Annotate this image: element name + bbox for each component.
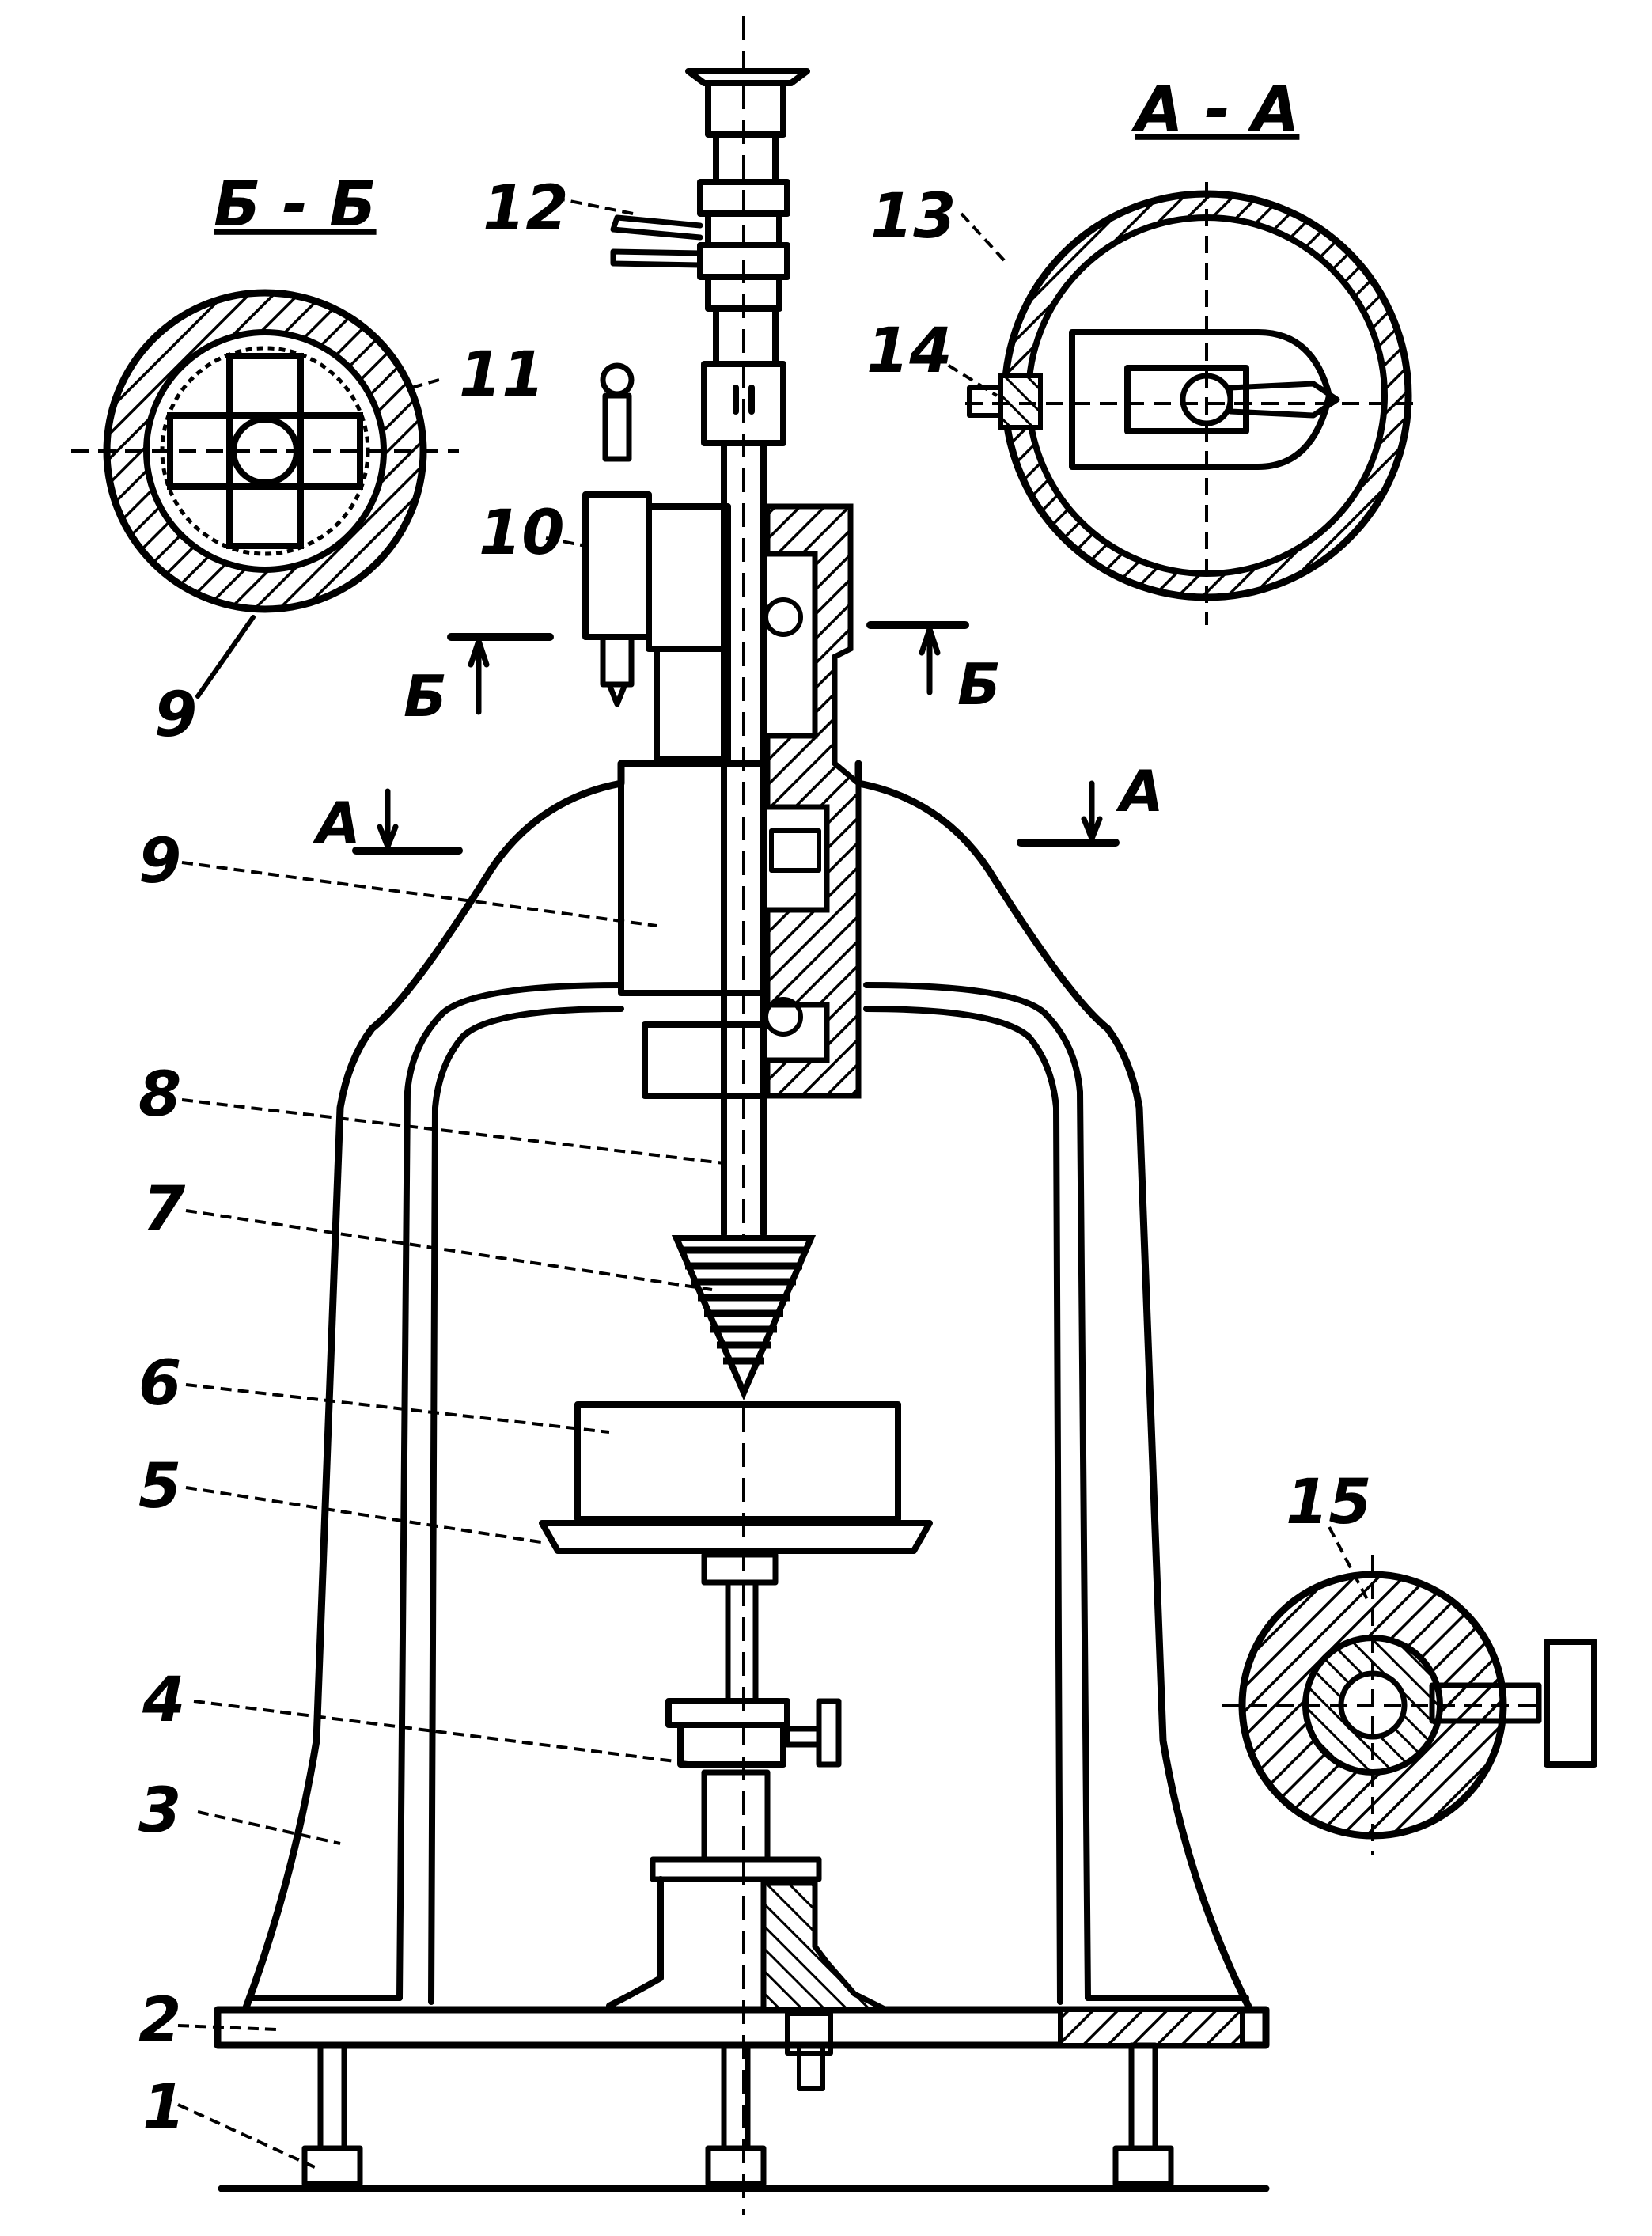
label-9-main: 9 <box>138 826 181 897</box>
label-14: 14 <box>866 316 953 387</box>
section-mark-a-left <box>352 788 463 855</box>
indicator-10 <box>582 362 731 707</box>
label-9-detail: 9 <box>154 680 197 751</box>
label-2: 2 <box>138 1985 181 2056</box>
detail-aa <box>965 182 1416 625</box>
leveling-feet <box>301 2042 1174 2187</box>
cone-7 <box>671 1235 817 1401</box>
label-8: 8 <box>138 1059 181 1131</box>
section-mark-b-left <box>447 633 554 715</box>
label-12: 12 <box>483 173 569 244</box>
mark-b-left: Б <box>404 663 447 730</box>
label-11: 11 <box>459 339 545 411</box>
leader-lines <box>177 196 1370 2170</box>
label-6: 6 <box>138 1348 181 1419</box>
base-plate <box>214 2006 1270 2192</box>
label-4: 4 <box>142 1665 185 1736</box>
sample-cup-6 <box>574 1401 901 1522</box>
label-5: 5 <box>138 1451 181 1522</box>
section-title-bb: Б - Б <box>214 169 377 241</box>
lift-screw-4 <box>606 1698 888 2056</box>
table-5 <box>539 1520 933 1704</box>
bearing-housing <box>618 503 862 1099</box>
label-15: 15 <box>1286 1467 1372 1538</box>
mark-b-right: Б <box>957 651 1001 718</box>
top-head <box>610 68 810 446</box>
label-3: 3 <box>138 1776 181 1847</box>
label-10: 10 <box>479 498 565 569</box>
section-mark-a-right <box>1017 780 1120 847</box>
label-7: 7 <box>142 1174 186 1245</box>
central-shaft <box>721 16 767 2215</box>
section-mark-b-right <box>866 621 969 695</box>
detail-bb <box>71 289 459 699</box>
mark-a-right: А <box>1116 758 1164 824</box>
section-title-aa: А - А <box>1131 74 1299 146</box>
labels: Б - Б А - А Б Б А А 1 2 3 4 5 6 7 8 9 9 … <box>138 74 1372 2143</box>
detail-15 <box>1222 1555 1597 1855</box>
mark-a-left: А <box>313 790 361 856</box>
label-13: 13 <box>870 181 957 252</box>
label-1: 1 <box>142 2072 185 2143</box>
